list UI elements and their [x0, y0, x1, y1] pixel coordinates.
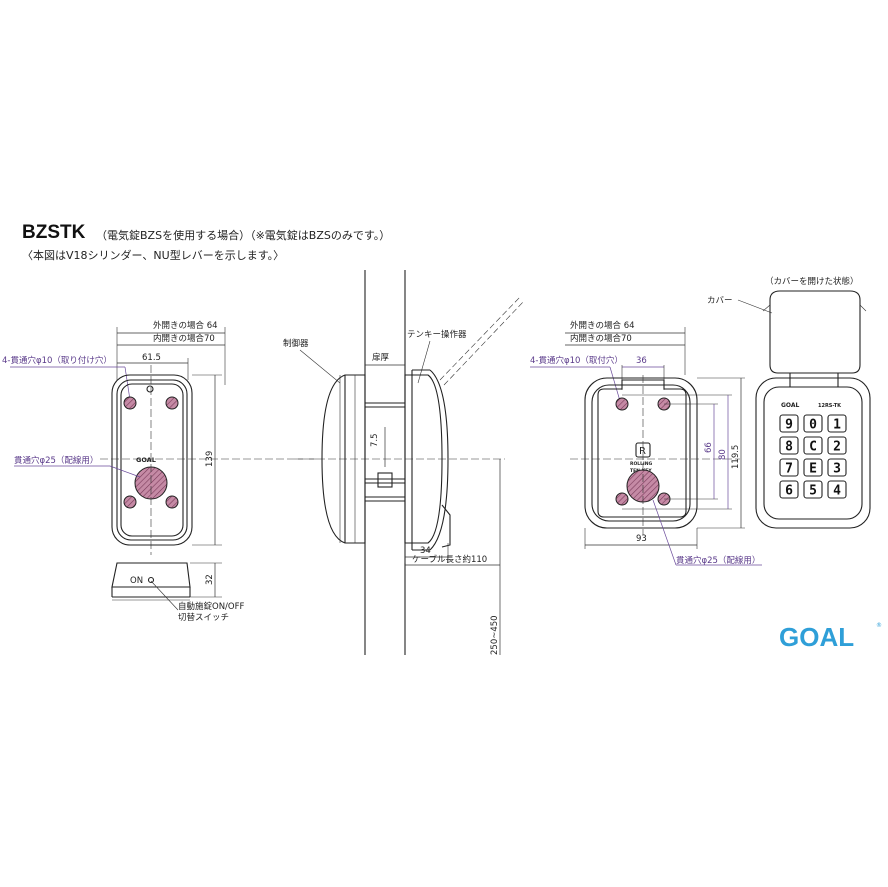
key-9-label: 9 — [785, 418, 793, 433]
drawing-sheet: BZSTK （電気錠BZSを使用する場合）（※電気錠はBZSのみです。） 〈本図… — [0, 215, 888, 655]
key-3-label: 3 — [833, 462, 841, 477]
left-height-139: 139 — [205, 451, 215, 467]
cover-open-label: （カバーを開けた状態） — [765, 276, 859, 287]
middle-side-view: 制御器 扉厚 テンキー操作器 — [283, 270, 525, 655]
right-base-view: 外開きの場合 64 内開きの場合70 4-貫通穴φ10（取付穴） 36 R RO… — [530, 320, 762, 566]
key-6-label: 6 — [785, 484, 793, 499]
goal-logo: GOAL — [779, 622, 854, 652]
switch-label-1: 自動施錠ON/OFF — [178, 601, 244, 612]
key-9-button — [779, 414, 799, 433]
door-thickness-label: 扉厚 — [372, 352, 390, 363]
key-0-button — [803, 414, 823, 433]
keypad-keys: 9 0 1 8 C 2 7 E 3 6 5 4 — [779, 414, 847, 499]
keypad-cover-open-view: （カバーを開けた状態） カバー GOAL 12RS-TK 9 0 1 8 C 2 7 E 3 6 5… — [707, 276, 871, 529]
dim-7-5: 7.5 — [370, 433, 380, 447]
dim-34: 34 — [420, 546, 431, 556]
key-E-label: E — [809, 462, 817, 477]
left-front-view: 外開きの場合 64 内開きの場合70 61.5 4-貫通穴φ10（取り付け穴） … — [2, 320, 320, 623]
key-E-button — [803, 458, 823, 477]
right-inner-label: 内開きの場合70 — [570, 333, 632, 344]
left-brand: GOAL — [136, 456, 156, 464]
key-2-label: 2 — [833, 440, 841, 455]
key-2-button — [827, 436, 847, 455]
key-4-label: 4 — [833, 484, 841, 499]
left-on-label: ON — [130, 576, 143, 586]
technical-drawing: 外開きの場合 64 内開きの場合70 61.5 4-貫通穴φ10（取り付け穴） … — [2, 270, 882, 655]
drawing-note: 〈本図はV18シリンダー、NU型レバーを示します。〉 — [22, 249, 285, 262]
keypad-model: 12RS-TK — [818, 403, 842, 409]
controller-label: 制御器 — [283, 338, 309, 349]
right-mount-hole-label: 4-貫通穴φ10（取付穴） — [530, 355, 623, 366]
left-through-hole-label: 貫通穴φ25（配線用） — [14, 455, 98, 466]
key-C-label: C — [809, 440, 817, 455]
dim-80: 80 — [718, 449, 728, 460]
dim-250-450: 250~450 — [490, 615, 500, 655]
plate-text-1: ROLLING — [630, 461, 652, 467]
key-3-button — [827, 458, 847, 477]
keypad-brand: GOAL — [781, 402, 800, 409]
cable-length-label: ケーブル長さ約110 — [412, 554, 487, 565]
key-4-button — [827, 480, 847, 499]
key-6-button — [779, 480, 799, 499]
key-8-button — [779, 436, 799, 455]
key-8-label: 8 — [785, 440, 793, 455]
key-C-button — [803, 436, 823, 455]
dim-36: 36 — [636, 356, 647, 366]
left-outer-label: 外開きの場合 64 — [153, 320, 218, 331]
left-inner-label: 内開きの場合70 — [153, 333, 215, 344]
key-7-button — [779, 458, 799, 477]
key-0-label: 0 — [809, 418, 817, 433]
key-1-button — [827, 414, 847, 433]
left-depth-32: 32 — [205, 574, 215, 585]
drawing-subtitle: （電気錠BZSを使用する場合）（※電気錠はBZSのみです。） — [96, 229, 391, 242]
left-mount-hole-label: 4-貫通穴φ10（取り付け穴） — [2, 355, 112, 366]
left-width-61: 61.5 — [142, 353, 161, 363]
key-7-label: 7 — [785, 462, 793, 477]
key-5-button — [803, 480, 823, 499]
right-outer-label: 外開きの場合 64 — [570, 320, 635, 331]
svg-text:®: ® — [876, 622, 882, 629]
cover-label: カバー — [707, 296, 733, 306]
key-5-label: 5 — [809, 484, 817, 499]
drawing-title: BZSTK — [22, 222, 86, 243]
key-1-label: 1 — [833, 418, 841, 433]
dim-119-5: 119.5 — [731, 445, 741, 469]
svg-text:R: R — [639, 446, 646, 457]
dim-93: 93 — [636, 534, 647, 544]
switch-label-2: 切替スイッチ — [178, 612, 229, 623]
keypad-unit-label: テンキー操作器 — [407, 329, 467, 340]
dim-66: 66 — [704, 442, 714, 453]
right-through-hole-label: 貫通穴φ25（配線用） — [676, 555, 760, 566]
